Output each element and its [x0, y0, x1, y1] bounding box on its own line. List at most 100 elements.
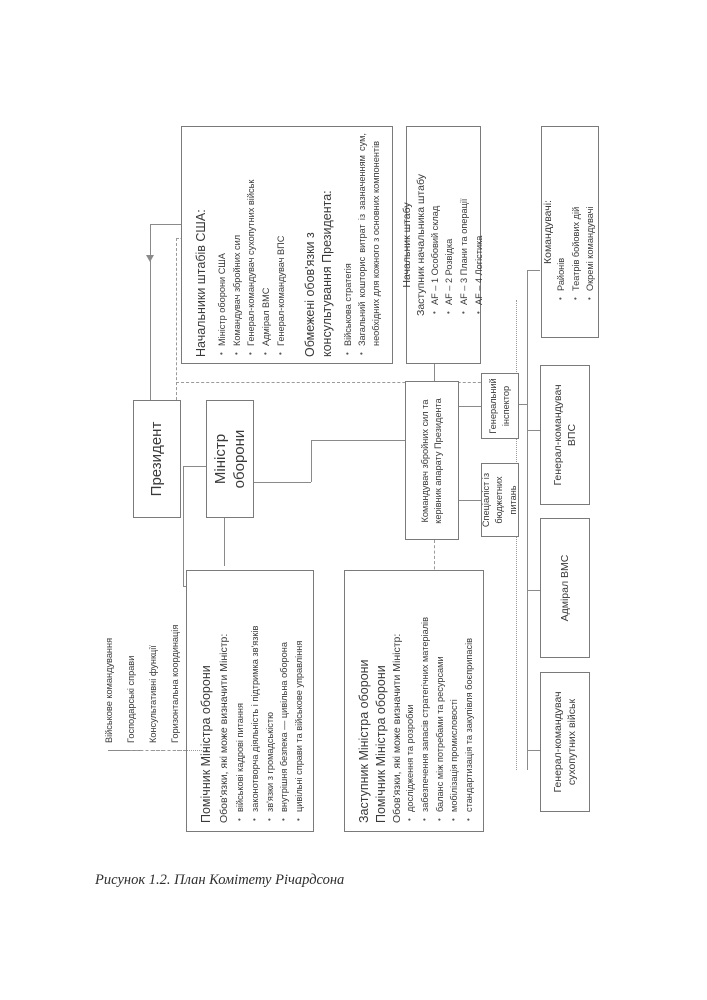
inspector-general-line1: Генеральний — [487, 378, 498, 434]
assistant-secretary-title: Помічник Міністра оборони — [199, 665, 213, 823]
list-item: забезпечення запасів стратегічних матері… — [419, 579, 433, 812]
inspector-general-line2: інспектор — [501, 385, 511, 427]
node-commanders[interactable]: Командувачі: Районів Театрів бойових дій… — [541, 126, 599, 338]
node-chief-of-staff[interactable]: Начальник штабу Заступник начальника шта… — [401, 126, 483, 364]
minister-title-line1: Міністр — [211, 433, 229, 485]
president-title: Президент — [148, 421, 166, 497]
node-deputy-secretary[interactable]: Заступник Міністра оборони Помічник Міні… — [344, 570, 484, 832]
list-item: стандартизація та закупівля боєприпасів — [463, 579, 477, 812]
army-chief-line1: Генерал-командувач — [551, 691, 564, 793]
connector-afc-to-budget — [459, 500, 481, 502]
list-item: AF – 4 Логістика — [472, 133, 486, 305]
connector-minister-right — [253, 482, 311, 484]
node-armed-forces-commander[interactable]: Командувач збройних сил та керівник апар… — [405, 381, 459, 540]
list-item: цивільні справи та військове управління — [293, 579, 307, 812]
joint-chiefs-duty-list: Військова стратегія Загальний кошторис в… — [342, 133, 385, 357]
node-navy-chief[interactable]: Адмірал ВМС — [540, 518, 590, 658]
connector-afc-to-inspector — [459, 406, 481, 408]
deputy-secretary-subtitle: Обов'язки, які може визначити Міністр: — [390, 633, 403, 823]
list-item: баланс між потребами та ресурсами — [434, 579, 448, 812]
deputy-secretary-duty-list: дослідження та розробки забезпечення зап… — [404, 579, 478, 823]
legend-key-dotted — [174, 750, 208, 751]
budget-specialist-line1: Спеціаліст із — [480, 472, 491, 528]
legend-key-dashed — [130, 750, 164, 751]
air-force-chief-line1: Генерал-командувач — [551, 384, 564, 486]
list-item: AF – 3 Плани та операції — [458, 133, 472, 306]
connector-president-up — [150, 224, 152, 408]
node-budget-specialist[interactable]: Спеціаліст із бюджетних питань — [481, 463, 519, 537]
node-army-chief[interactable]: Генерал-командувач сухопутних військ — [540, 672, 590, 812]
legend: Військове командування Господарські спра… — [100, 600, 208, 785]
list-item: Командувач збройних сил — [231, 133, 245, 346]
connector-service-trunk — [527, 270, 529, 770]
list-item: AF – 2 Розвідка — [443, 133, 457, 305]
joint-chiefs-subtitle-line2: консультування Президента: — [319, 190, 334, 357]
arrow-president-down-icon — [146, 255, 154, 262]
army-chief-line2: сухопутних військ — [566, 698, 578, 786]
connector-minister-down — [224, 518, 226, 566]
deputy-secretary-title-line1: Заступник Міністра оборони — [357, 659, 371, 823]
deputy-secretary-title-line2: Помічник Міністра оборони — [373, 665, 388, 823]
list-item: зв'язки з громадськістю — [264, 579, 278, 812]
list-item: Районів — [555, 133, 569, 291]
legend-label-3: Горизонтальна координація — [170, 624, 180, 743]
joint-chiefs-subtitle-line1: Обмежені обов'язки з — [302, 232, 317, 357]
legend-key-dash-dot — [152, 750, 186, 751]
list-item: Театрів бойових дій — [570, 133, 584, 291]
chief-of-staff-title-line1: Начальник штабу — [400, 202, 413, 288]
figure-caption: Рисунок 1.2. План Комітету Річардсона — [95, 872, 345, 888]
connector-president-jcs-dashdot — [176, 238, 177, 410]
air-force-chief-line2: ВПС — [566, 423, 578, 447]
assistant-secretary-duty-list: військові кадрові питання законотворча д… — [234, 579, 308, 823]
list-item: AF – 1 Особовий склад — [428, 133, 442, 305]
node-air-force-chief[interactable]: Генерал-командувач ВПС — [540, 365, 590, 505]
navy-chief-line1: Адмірал ВМС — [558, 554, 571, 622]
node-assistant-secretary[interactable]: Помічник Міністра оборони Обов'язки, які… — [186, 570, 314, 832]
list-item: Окремі командувачі — [584, 133, 598, 292]
node-minister[interactable]: Міністр оборони — [206, 400, 254, 518]
connector-horizontal-coordination-drop — [176, 382, 177, 410]
connector-cos-trunk — [434, 355, 436, 385]
node-joint-chiefs[interactable]: Начальники штабів США: Міністр оборони С… — [181, 126, 393, 364]
connector-trunk-to-navy — [527, 590, 540, 592]
connector-horizontal-coordination — [176, 382, 506, 383]
minister-title-line2: оборони — [231, 429, 248, 489]
budget-specialist-line2: бюджетних — [494, 476, 505, 524]
connector-minister-right-v — [311, 440, 313, 482]
connector-president-minister — [183, 466, 209, 468]
legend-key-solid — [108, 750, 142, 751]
node-inspector-general[interactable]: Генеральний інспектор — [481, 373, 519, 439]
list-item: законотворча діяльність і підтримка зв'я… — [249, 579, 263, 812]
legend-label-2: Консультативні функції — [148, 645, 158, 743]
list-item: Військова стратегія — [342, 133, 356, 346]
chief-of-staff-directorate-list: AF – 1 Особовий склад AF – 2 Розвідка AF… — [428, 133, 487, 357]
connector-president-top-stub — [150, 224, 183, 226]
connector-afc-deputy-dashed — [434, 540, 435, 580]
commanders-list: Районів Театрів бойових дій Окремі коман… — [555, 133, 599, 331]
list-item: Міністр оборони США — [216, 133, 230, 346]
chief-of-staff-title-line2: Заступник начальника штабу — [414, 173, 427, 317]
connector-trunk-to-commanders — [527, 270, 540, 272]
commanders-title: Командувачі: — [541, 200, 554, 264]
list-item: військові кадрові питання — [234, 579, 248, 812]
budget-specialist-line3: питань — [507, 485, 518, 515]
legend-label-0: Військове командування — [104, 637, 114, 743]
connector-assistant-drop — [183, 466, 185, 586]
list-item: Генерал-командувач ВПС — [275, 133, 289, 346]
list-item: мобілізація промисловості — [448, 579, 462, 812]
list-item: Загальний кошторис витрат із зазначенням… — [356, 133, 384, 346]
list-item: Адмірал ВМС — [260, 133, 274, 346]
joint-chiefs-title: Начальники штабів США: — [194, 209, 208, 357]
list-item: дослідження та розробки — [404, 579, 418, 813]
connector-trunk-to-army — [527, 750, 540, 752]
list-item: внутрішня безпека — цивільна оборона — [278, 579, 292, 812]
connector-trunk-to-airforce — [527, 430, 540, 432]
list-item: Генерал-командувач сухопутних військ — [245, 133, 259, 346]
legend-label-1: Господарські справи — [126, 655, 136, 743]
connector-to-afc — [311, 440, 405, 442]
assistant-secretary-subtitle: Обов'язки, які може визначити Міністр: — [218, 633, 231, 823]
afc-line2: керівник апарату Президента — [433, 397, 443, 524]
node-president[interactable]: Президент — [133, 400, 181, 518]
afc-line1: Командувач збройних сил та — [419, 399, 430, 522]
